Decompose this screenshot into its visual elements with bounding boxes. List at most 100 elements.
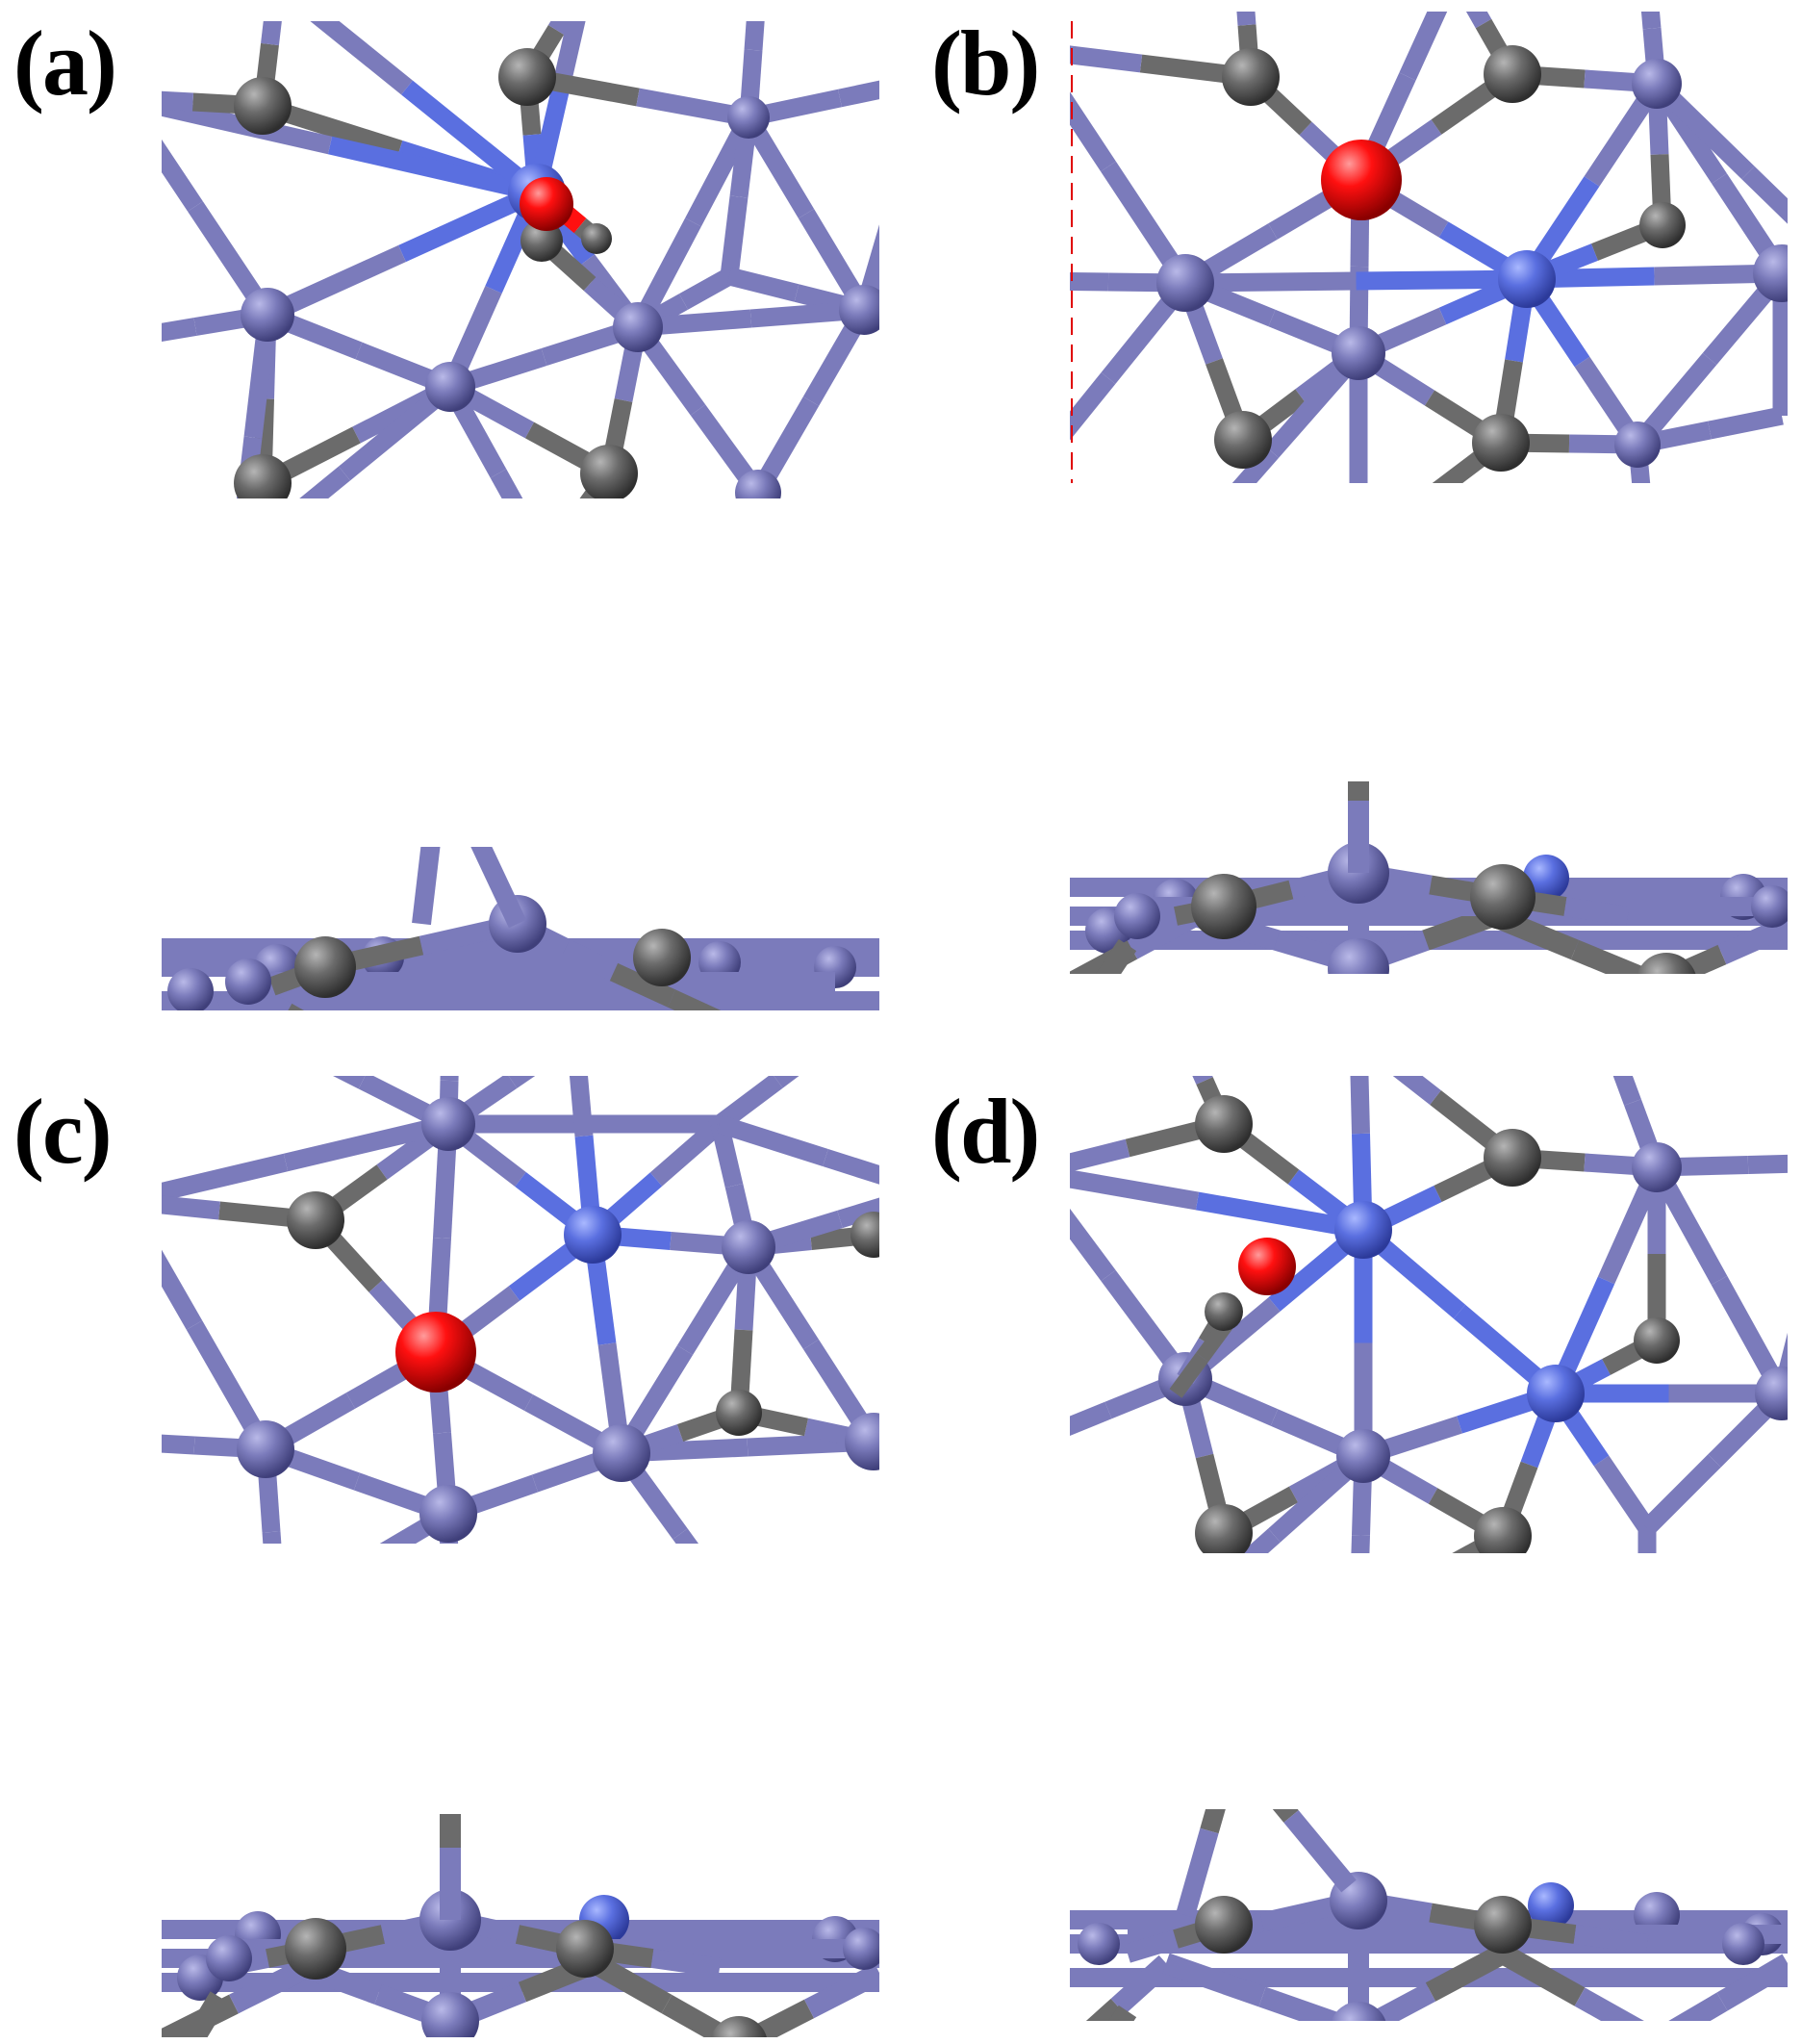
bond-segment <box>162 318 197 342</box>
metal-atom <box>839 285 879 335</box>
bond-segment <box>1350 1076 1370 1135</box>
bond-segment <box>1574 1987 1644 2021</box>
bond-segment <box>1192 1076 1213 1085</box>
bond-segment <box>162 1249 203 1330</box>
bond-segment <box>262 1531 282 1544</box>
carbon-atom <box>234 454 292 498</box>
carbon-atom <box>1195 1504 1253 1553</box>
metal-atom <box>1722 1923 1764 1965</box>
oxygen-atom <box>393 674 450 731</box>
oxygen-atom <box>1238 1238 1296 1295</box>
metal-atom <box>1156 254 1214 312</box>
active-metal-atom <box>1528 1882 1574 1929</box>
bond-segment <box>229 1958 311 2014</box>
bond-segment <box>649 1116 726 1187</box>
carbon-atom <box>1203 1716 1264 1777</box>
metal-atom <box>1078 1923 1120 1965</box>
bond-segment <box>1708 406 1784 440</box>
metal-atom <box>735 470 781 498</box>
metal-atom <box>613 302 663 352</box>
bond-segment <box>1351 1535 1370 1553</box>
bond-segment <box>1070 372 1116 441</box>
metal-atom <box>1336 1429 1390 1483</box>
carbon-atom <box>1195 1095 1253 1153</box>
metal-atom <box>1328 938 1389 974</box>
carbon-atom <box>1472 414 1530 472</box>
metal-atom <box>206 1935 252 1981</box>
carbon-atom <box>580 445 638 498</box>
carbon-atom <box>556 1920 614 1978</box>
bond-segment <box>1593 1455 1655 1534</box>
bond-segment <box>1240 1528 1281 1553</box>
metal-atom <box>167 968 214 1010</box>
bond-segment <box>561 939 619 981</box>
carbon-atom <box>581 223 612 254</box>
bond-segment <box>162 139 203 212</box>
bond-segment <box>162 1195 220 1220</box>
bond-segment <box>162 1153 289 1202</box>
bond-segment <box>823 1148 879 1185</box>
carbon-atom <box>412 731 470 789</box>
bond-segment <box>1354 1982 1436 2021</box>
bond-segment <box>412 847 441 926</box>
panel-b-top-view <box>1070 12 1788 483</box>
bond-segment <box>1573 1925 1649 1954</box>
bond-segment <box>1392 1076 1441 1105</box>
carbon-atom <box>716 1390 762 1436</box>
bond-segment <box>1231 446 1280 483</box>
bond-segment <box>714 1076 783 1132</box>
bond-segment <box>717 1114 828 1167</box>
metal-atom <box>1614 422 1661 468</box>
bond-segment <box>421 707 431 734</box>
bond-segment <box>1070 1208 1116 1282</box>
bond-segment <box>1200 1809 1226 1834</box>
carbon-atom <box>1484 45 1541 103</box>
bond-segment <box>1272 1809 1299 1823</box>
carbon-atom <box>294 936 356 998</box>
bond-segment <box>1563 897 1630 926</box>
bond-segment <box>1110 1955 1174 2015</box>
carbon-atom <box>1205 1292 1243 1331</box>
panel-a-side-view <box>162 674 879 1010</box>
bond-segment <box>508 1076 536 1088</box>
metal-atom <box>722 1220 775 1274</box>
bond-segment <box>609 962 676 1008</box>
bond-segment <box>490 469 523 498</box>
bond-segment <box>661 1994 745 2037</box>
bond-segment <box>1125 1929 1179 1963</box>
bond-segment <box>1717 915 1788 965</box>
bond-segment <box>838 80 879 108</box>
bond-segment <box>283 1114 451 1172</box>
bond-segment <box>1258 1986 1362 2021</box>
metal-atom <box>237 1420 294 1478</box>
bond-segment <box>182 1991 229 2037</box>
bond-segment <box>1085 1998 1126 2021</box>
bond-segment <box>1108 2005 1137 2021</box>
carbon-atom <box>1474 1507 1532 1553</box>
bond-segment <box>1070 271 1109 292</box>
bond-segment <box>1640 1454 1721 1535</box>
carbon-atom <box>1474 1896 1532 1954</box>
carbon-atom <box>1191 874 1256 939</box>
metal-atom <box>1632 59 1682 109</box>
bond-segment <box>1640 12 1662 30</box>
bond-segment <box>1176 1827 1219 1918</box>
bond-segment <box>470 847 527 929</box>
metal-atom <box>593 1424 650 1482</box>
carbon-atom <box>1326 696 1391 761</box>
metal-atom <box>1632 1142 1682 1192</box>
panel-a-top-view <box>162 21 879 498</box>
bond-segment <box>726 267 799 302</box>
bond-segment <box>744 21 765 51</box>
metal-atom <box>843 1928 879 1970</box>
bond-segment <box>310 21 413 95</box>
bond-segment <box>299 466 351 498</box>
bond-segment <box>1070 1169 1200 1211</box>
bond-segment <box>1399 12 1448 81</box>
metal-atom <box>1331 2002 1386 2021</box>
bond-segment <box>1741 166 1788 224</box>
bond-segment <box>162 97 333 155</box>
bond-segment <box>333 1076 366 1089</box>
active-metal-atom <box>1498 250 1556 308</box>
carbon-atom <box>850 1212 879 1258</box>
